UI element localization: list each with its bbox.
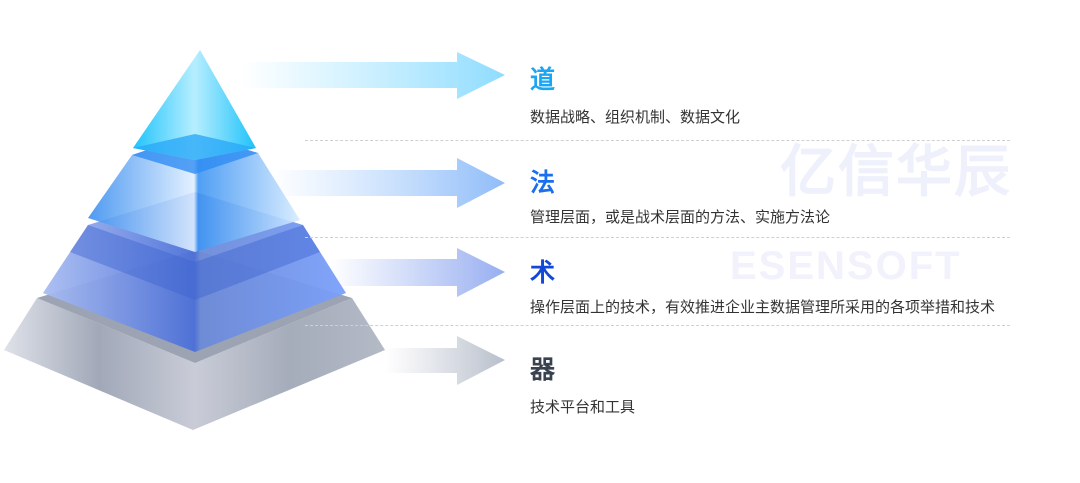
divider [305,237,1010,238]
tier-3 [43,192,346,352]
level-desc-qi: 技术平台和工具 [530,398,636,416]
arrow-3 [330,248,505,297]
level-title-fa: 法 [530,168,556,197]
divider [305,325,1010,326]
level-desc-fa: 管理层面，或是战术层面的方法、实施方法论 [530,208,831,226]
arrow-4 [385,336,505,385]
arrow-1 [240,52,505,99]
pyramid [4,50,385,430]
watermark-cn: 亿信华辰 [780,140,1012,205]
tier-1 [133,50,256,160]
level-title-dao: 道 [530,65,556,94]
divider [305,140,1010,141]
watermark-en: ESENSOFT [730,244,962,288]
arrow-2 [270,158,505,208]
level-desc-shu: 操作层面上的技术，有效推进企业主数据管理所采用的各项举措和技术 [530,298,996,316]
level-title-shu: 术 [530,258,556,287]
arrows [240,52,505,385]
tier-2 [88,134,300,252]
tier-base [4,298,385,430]
level-desc-dao: 数据战略、组织机制、数据文化 [530,108,741,126]
level-title-qi: 器 [530,355,556,384]
